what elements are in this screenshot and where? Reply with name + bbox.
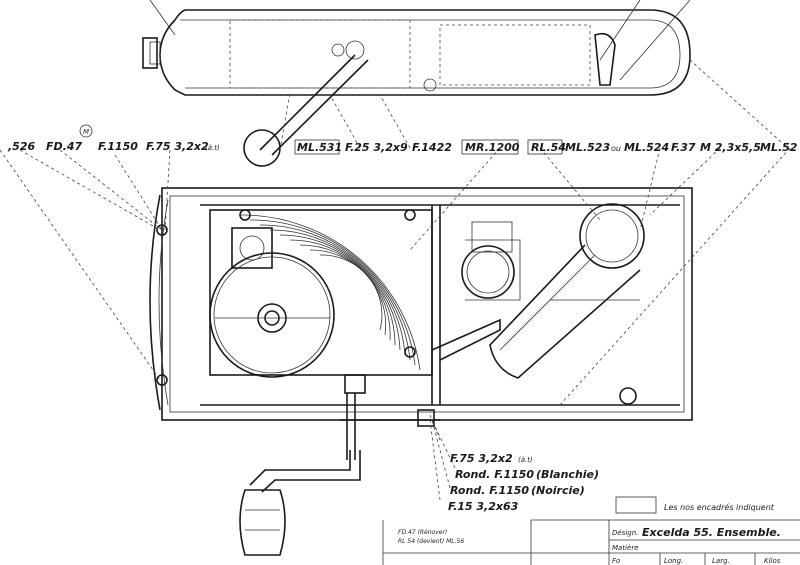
label-526: ,526 xyxy=(7,140,35,153)
revision-note-2: RL 54 (devient) ML.56 xyxy=(398,538,464,545)
leader-lines xyxy=(0,59,791,501)
label-f75-bottom: F.75 3,2x2 xyxy=(450,452,513,465)
designation-label: Désign. xyxy=(612,529,638,537)
top-callouts: ,526 FD.47 M F.1150 F.75 3,2x2 (à.t) ML.… xyxy=(7,124,798,155)
spring-coil xyxy=(239,214,421,371)
long-label: Long. xyxy=(664,557,683,565)
label-mr1200: MR.1200 xyxy=(465,141,520,154)
legend-box xyxy=(615,496,657,514)
label-ml523: ML.523 xyxy=(565,141,610,154)
main-view xyxy=(149,187,693,556)
label-f15: F.15 3,2x63 xyxy=(448,500,519,513)
label-circle-mark: M xyxy=(83,128,89,136)
title-block: FD.47 (Rénover) RL 54 (devient) ML.56 Dé… xyxy=(382,519,800,565)
label-m23x55: M 2,3x5,5 xyxy=(700,141,761,154)
boxed-label-frame xyxy=(527,139,563,155)
label-ml531: ML.531 xyxy=(297,141,342,154)
label-f37: F.37 xyxy=(671,141,696,154)
bottom-callouts: F.75 3,2x2 (à.t) Rond. F.1150 (Blanchie)… xyxy=(448,452,599,513)
larg-label: Larg. xyxy=(712,557,730,565)
legend-note: Les nos encadrés indiquent xyxy=(664,502,775,512)
designation-value: Excelda 55. Ensemble. xyxy=(642,526,781,539)
label-ml524: ML.524 xyxy=(624,141,669,154)
label-rond-noircie: Rond. F.1150 xyxy=(450,484,529,497)
kilos-label: Kilos xyxy=(764,557,781,565)
label-rond-blanchie: Rond. F.1150 xyxy=(455,468,534,481)
label-f75-top-sub: (à.t) xyxy=(205,144,220,152)
top-view xyxy=(142,0,691,167)
label-noircie: (Noircie) xyxy=(531,484,585,497)
label-ou: ou xyxy=(611,144,621,153)
label-f25: F.25 3,2x9 xyxy=(345,141,408,154)
matiere-label: Matière xyxy=(612,544,639,552)
boxed-label-frame xyxy=(461,139,519,155)
boxed-label-frame xyxy=(294,139,340,155)
label-rl54: RL.54 xyxy=(531,141,566,154)
label-fd47: FD.47 xyxy=(46,140,82,153)
revision-note-1: FD.47 (Rénover) xyxy=(398,529,447,536)
label-f1422: F.1422 xyxy=(412,141,452,154)
label-blanchie: (Blanchie) xyxy=(536,468,599,481)
label-ml52: ML.52 xyxy=(760,141,798,154)
fo-label: Fo xyxy=(612,557,620,565)
circle-mark-icon xyxy=(79,124,93,138)
label-f75-top: F.75 3,2x2 xyxy=(146,140,209,153)
label-f75-bottom-sub: (à.t) xyxy=(518,456,533,464)
label-f1150: F.1150 xyxy=(98,140,138,153)
legend: Les nos encadrés indiquent xyxy=(615,496,775,514)
